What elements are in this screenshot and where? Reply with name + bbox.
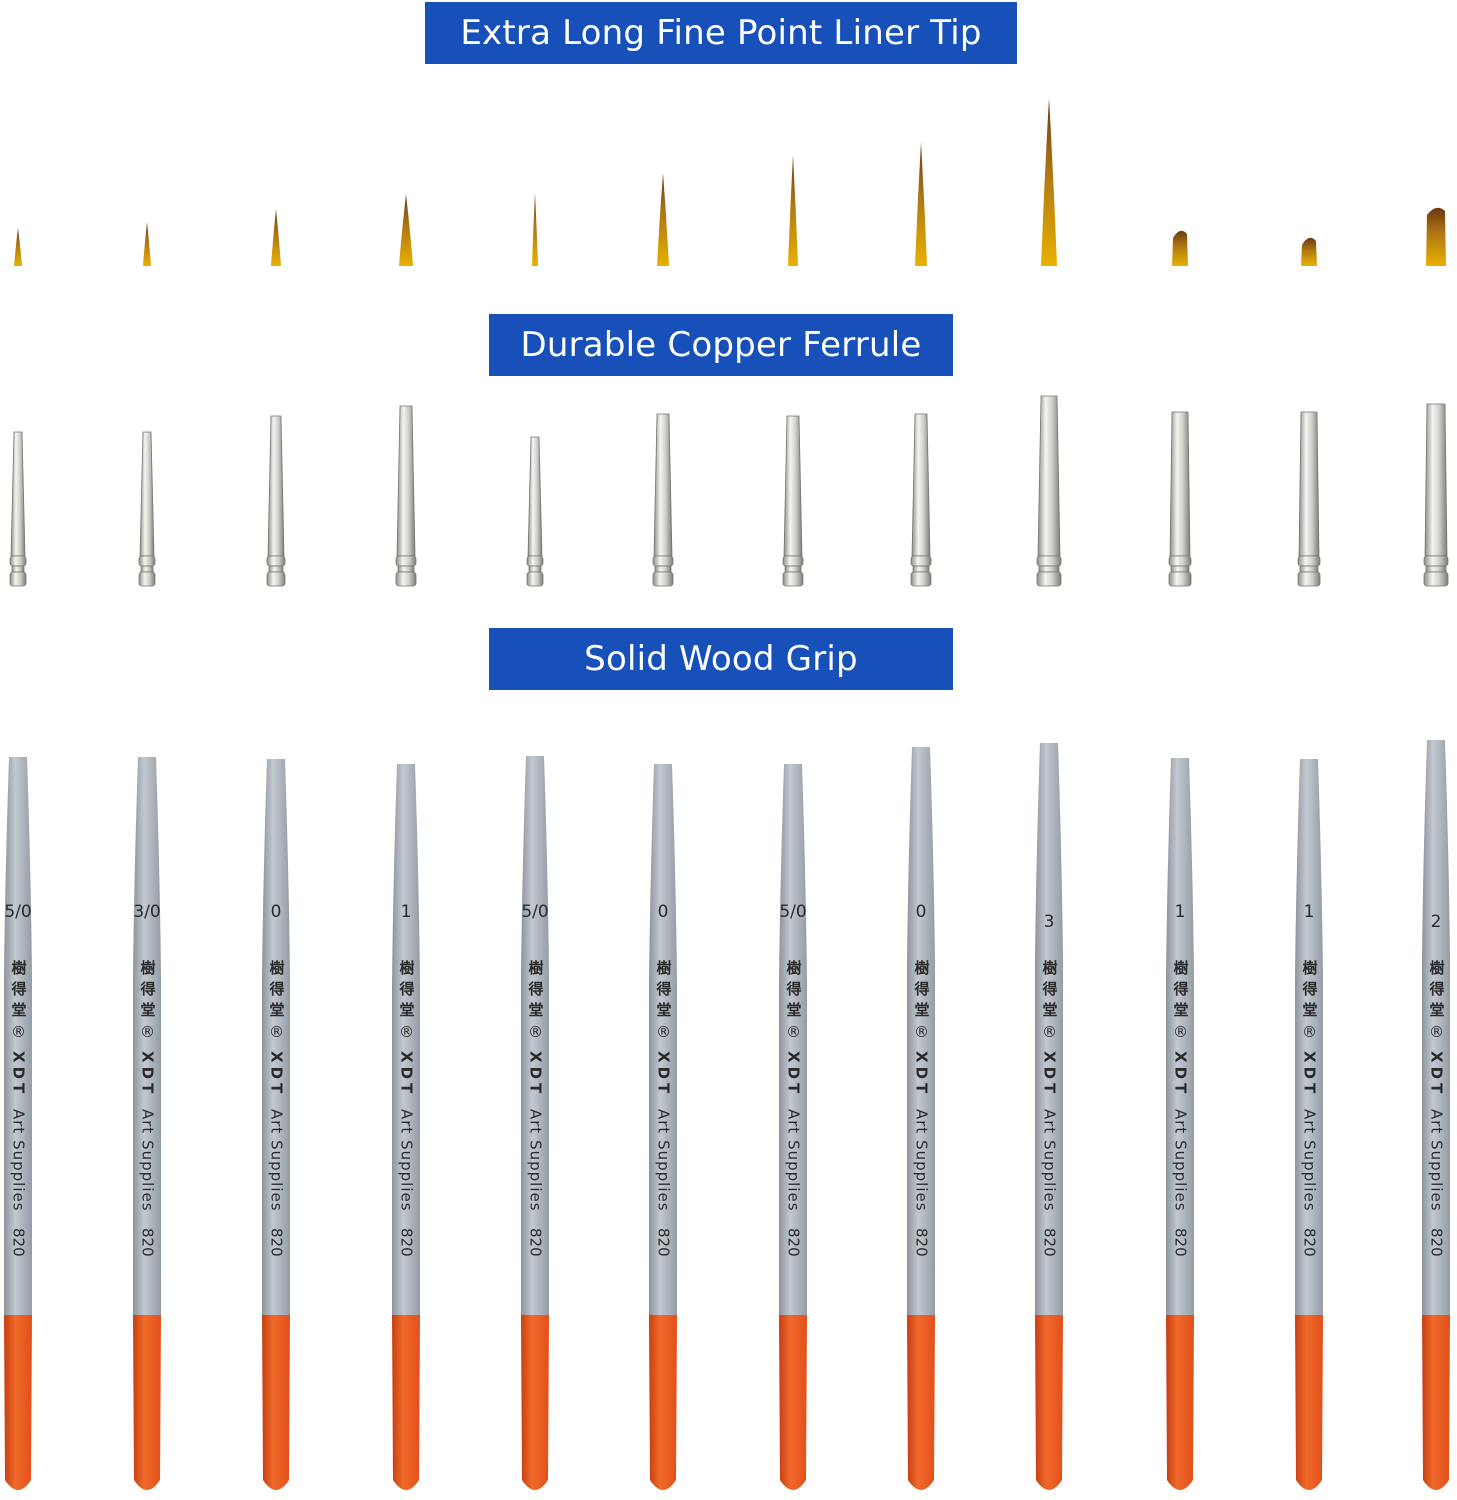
grip-end — [1422, 1315, 1450, 1490]
bristle-tip — [1426, 207, 1446, 266]
bristle-tip — [1172, 230, 1188, 266]
ferrule — [395, 405, 417, 587]
grip-end — [4, 1315, 32, 1490]
grip-end — [262, 1315, 290, 1490]
bristle-tip — [271, 209, 281, 266]
ferrule — [1036, 395, 1062, 587]
handle — [262, 759, 290, 1315]
bristle-tip — [143, 222, 151, 266]
ferrule — [1297, 411, 1321, 587]
banner-copper-ferrule: Durable Copper Ferrule — [489, 314, 953, 376]
bristle-tip — [532, 193, 538, 266]
ferrule — [138, 431, 156, 587]
ferrule — [782, 415, 804, 587]
grip-end — [521, 1315, 549, 1490]
grip-end — [1295, 1315, 1323, 1490]
handle — [1295, 759, 1323, 1315]
ferrule — [1168, 411, 1192, 587]
ferrule — [266, 415, 286, 587]
handle — [392, 764, 420, 1315]
grip-end — [1035, 1315, 1063, 1490]
grip-end — [907, 1315, 935, 1490]
ferrule — [652, 413, 674, 587]
bristle-tip — [788, 155, 798, 266]
handle — [1422, 740, 1450, 1315]
grip-end — [779, 1315, 807, 1490]
bristle-tip — [915, 142, 927, 266]
handle — [4, 757, 32, 1315]
bristle-tip — [1041, 98, 1057, 266]
bristle-tip — [657, 173, 669, 266]
ferrule — [1423, 403, 1449, 587]
grip-end — [1166, 1315, 1194, 1490]
ferrule — [9, 431, 27, 587]
banner-wood-grip: Solid Wood Grip — [489, 628, 953, 690]
bristle-tip — [1301, 237, 1317, 266]
ferrule — [910, 413, 932, 587]
banner-liner-tip: Extra Long Fine Point Liner Tip — [425, 2, 1017, 64]
grip-end — [392, 1315, 420, 1490]
handle — [907, 747, 935, 1315]
handle — [521, 756, 549, 1315]
ferrule — [526, 436, 544, 587]
grip-end — [133, 1315, 161, 1490]
handle — [1035, 743, 1063, 1315]
handle — [133, 757, 161, 1315]
bristle-tip — [399, 194, 413, 266]
handle — [1166, 758, 1194, 1315]
grip-end — [649, 1315, 677, 1490]
handle — [649, 764, 677, 1315]
handle — [779, 764, 807, 1315]
bristle-tip — [14, 228, 22, 266]
